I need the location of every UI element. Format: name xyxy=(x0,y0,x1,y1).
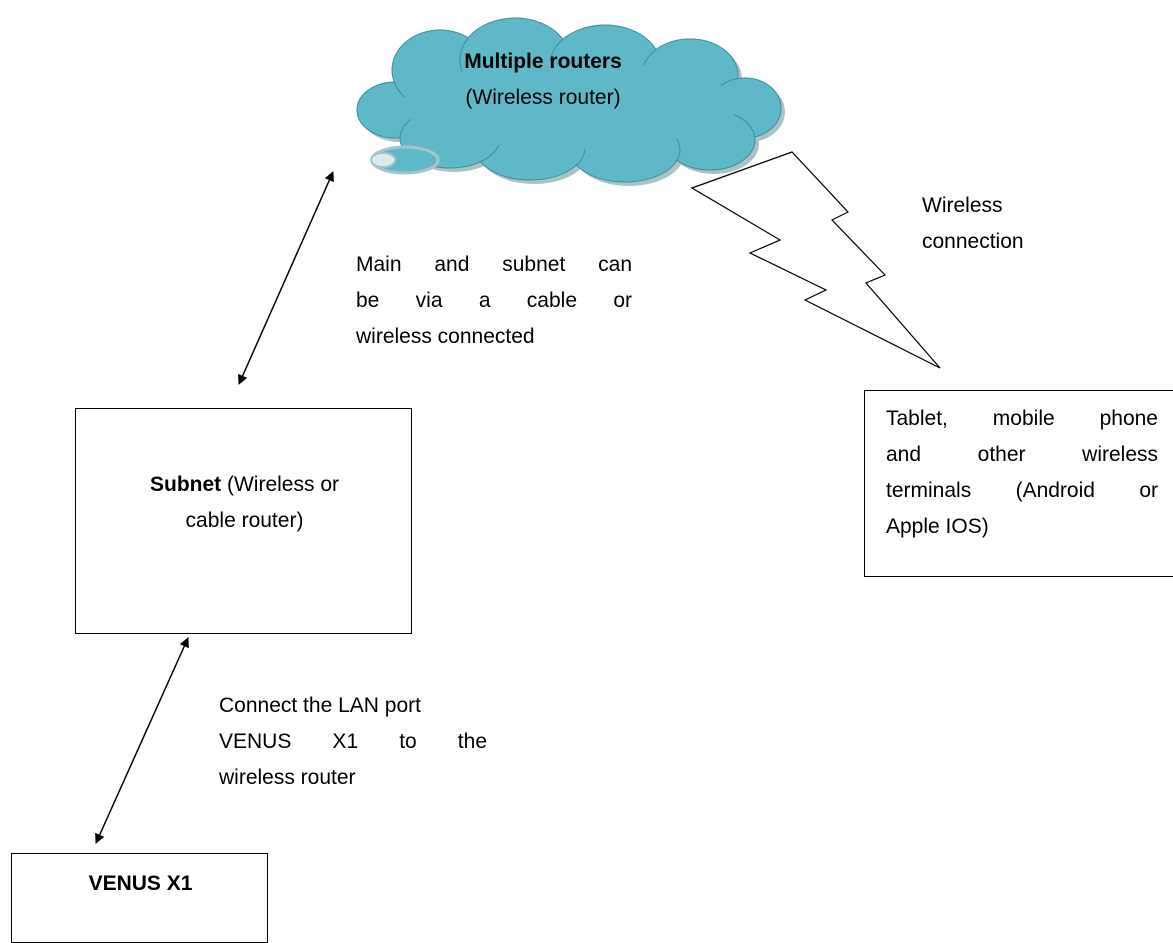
devices-box: Tablet, mobile phone and other wireless … xyxy=(864,390,1173,577)
cloud-shape xyxy=(356,17,785,186)
subnet-desc-line-2: cable router) xyxy=(185,509,304,532)
arrow-cloud-subnet xyxy=(238,171,334,385)
cloud-label: Multiple routers (Wireless router) xyxy=(418,44,668,116)
main-subnet-line-2: be via a cable or xyxy=(356,289,632,312)
wireless-label: Wireless connection xyxy=(922,188,1082,260)
subnet-desc-line-1: (Wireless or xyxy=(221,473,339,496)
lan-port-line-3: wireless router xyxy=(219,766,356,789)
devices-line-3: terminals (Android or xyxy=(886,479,1158,502)
lan-port-label: Connect the LAN port VENUS X1 to the wir… xyxy=(219,688,487,796)
cloud-subtitle: (Wireless router) xyxy=(465,86,621,109)
main-subnet-line-3: wireless connected xyxy=(356,325,535,348)
wireless-line-1: Wireless xyxy=(922,194,1003,217)
devices-line-1: Tablet, mobile phone xyxy=(886,407,1158,430)
lightning-bolt-icon xyxy=(690,151,941,369)
lan-port-line-2: VENUS X1 to the xyxy=(219,730,487,753)
cloud-title: Multiple routers xyxy=(464,50,622,73)
venus-title: VENUS X1 xyxy=(88,872,193,895)
devices-line-4: Apple IOS) xyxy=(886,515,989,538)
subnet-text: Subnet (Wireless or cable router) xyxy=(76,467,413,539)
devices-text: Tablet, mobile phone and other wireless … xyxy=(886,401,1158,545)
wireless-line-2: connection xyxy=(922,230,1024,253)
venus-box: VENUS X1 xyxy=(11,853,268,943)
main-subnet-line-1: Main and subnet can xyxy=(356,253,632,276)
main-subnet-label: Main and subnet can be via a cable or wi… xyxy=(356,247,632,355)
subnet-box: Subnet (Wireless or cable router) xyxy=(75,408,412,634)
devices-line-2: and other wireless xyxy=(886,443,1158,466)
lan-port-line-1: Connect the LAN port xyxy=(219,694,421,717)
arrow-subnet-venus xyxy=(95,637,189,844)
subnet-title: Subnet xyxy=(149,473,222,496)
